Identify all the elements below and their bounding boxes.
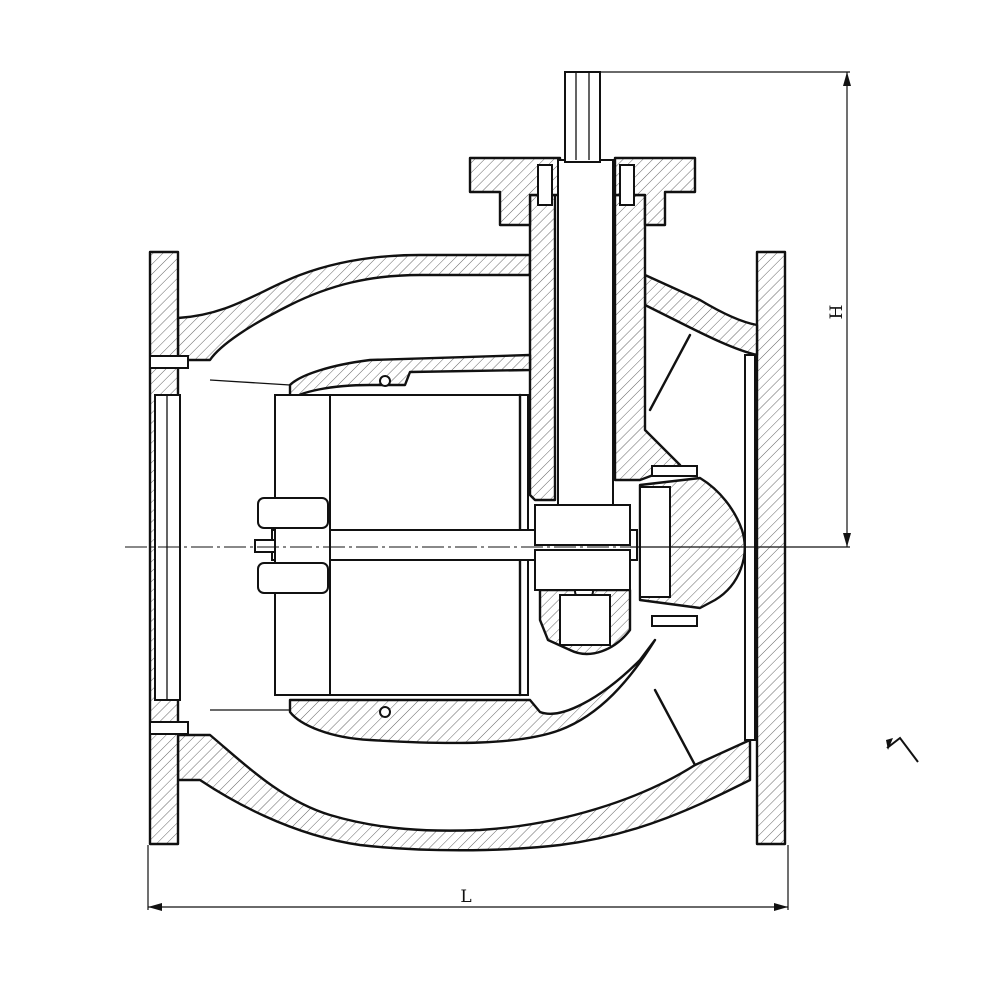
bolt [537, 164, 553, 206]
outlet-flange [755, 250, 787, 846]
cover-lug-upper [257, 497, 329, 529]
stem-top [564, 71, 601, 163]
bolt [651, 615, 698, 627]
pin [379, 706, 391, 718]
piston-block-lower [534, 549, 631, 591]
screw [254, 539, 276, 553]
lower-nut [559, 594, 611, 646]
piston-block-upper [534, 504, 631, 546]
bolt [619, 164, 635, 206]
sleeve-upper [288, 353, 532, 402]
length-dimension-label: L [460, 887, 471, 907]
cover-lug-lower [257, 562, 329, 594]
sleeve-lower [288, 638, 657, 745]
pin [379, 375, 391, 387]
bolt [149, 721, 189, 735]
length-dimension: L [147, 845, 789, 911]
disc-face [639, 486, 671, 598]
height-dimension: H [600, 71, 851, 548]
body-lower-wall [176, 733, 752, 852]
body-upper-wall [176, 253, 532, 362]
bonnet-column [528, 193, 557, 502]
bolt [651, 465, 698, 477]
bonnet-column-right [613, 193, 682, 482]
bolt [149, 355, 189, 369]
height-dimension-label: H [827, 305, 847, 320]
caret-up-icon [886, 736, 919, 763]
outlet-neck-upper [643, 273, 759, 357]
cover-plate [274, 394, 331, 696]
